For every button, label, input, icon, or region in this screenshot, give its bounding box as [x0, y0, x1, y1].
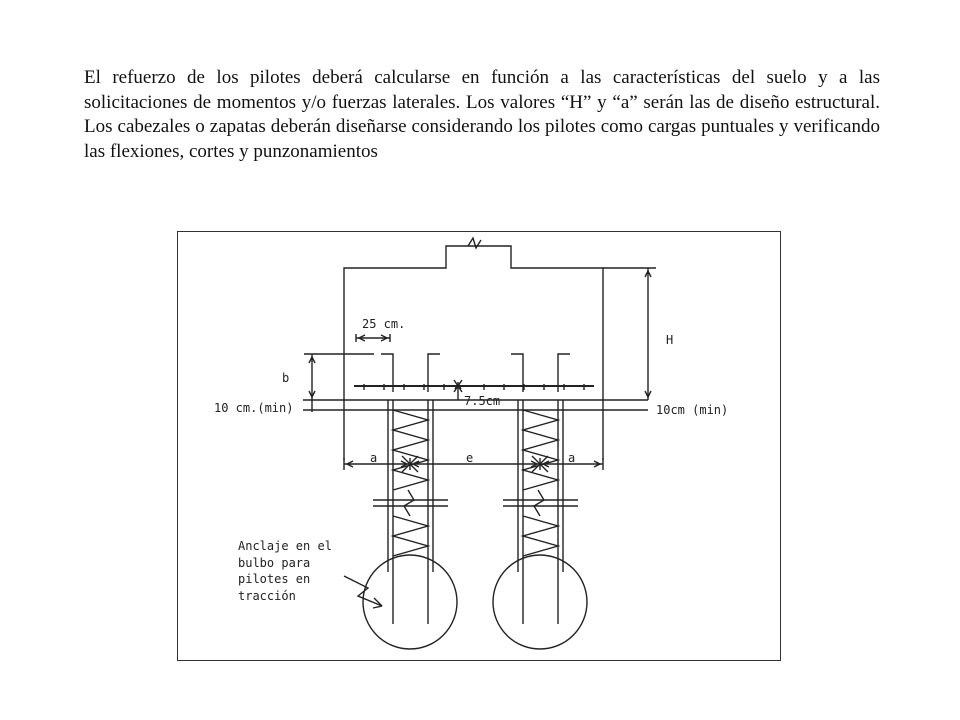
pile-cap-drawing: 25 cm. H b 10 cm.(min) 7.5cm 10cm (min) …: [214, 236, 728, 650]
label-7-5cm: 7.5cm: [464, 394, 500, 408]
label-25cm: 25 cm.: [362, 317, 405, 331]
label-a-left: a: [370, 451, 377, 465]
label-b: b: [282, 371, 289, 385]
left-spiral-bottom: [390, 515, 431, 557]
anchor-leader: [343, 575, 383, 607]
left-spiral-top: [390, 409, 431, 491]
label-10cm-right: 10cm (min): [656, 403, 728, 417]
label-10cm-left: 10 cm.(min): [214, 401, 293, 415]
pile-cap-diagram: 25 cm. H b 10 cm.(min) 7.5cm 10cm (min) …: [177, 231, 781, 661]
right-spiral-top: [520, 409, 561, 491]
label-anchor-line-4: tracción: [238, 589, 296, 603]
label-h: H: [666, 333, 673, 347]
body-paragraph: El refuerzo de los pilotes deberá calcul…: [84, 67, 880, 162]
cap-outline: [343, 245, 604, 460]
label-anchor-line-3: pilotes en: [238, 572, 310, 586]
left-bulb: [362, 554, 458, 650]
label-anchor-line-1: Anclaje en el: [238, 539, 332, 553]
right-spiral-bottom: [520, 515, 561, 557]
label-anchor-line-2: bulbo para: [238, 556, 310, 570]
column-break-mark: [467, 236, 482, 250]
right-bulb: [492, 554, 588, 650]
label-e: e: [466, 451, 473, 465]
label-a-right: a: [568, 451, 575, 465]
